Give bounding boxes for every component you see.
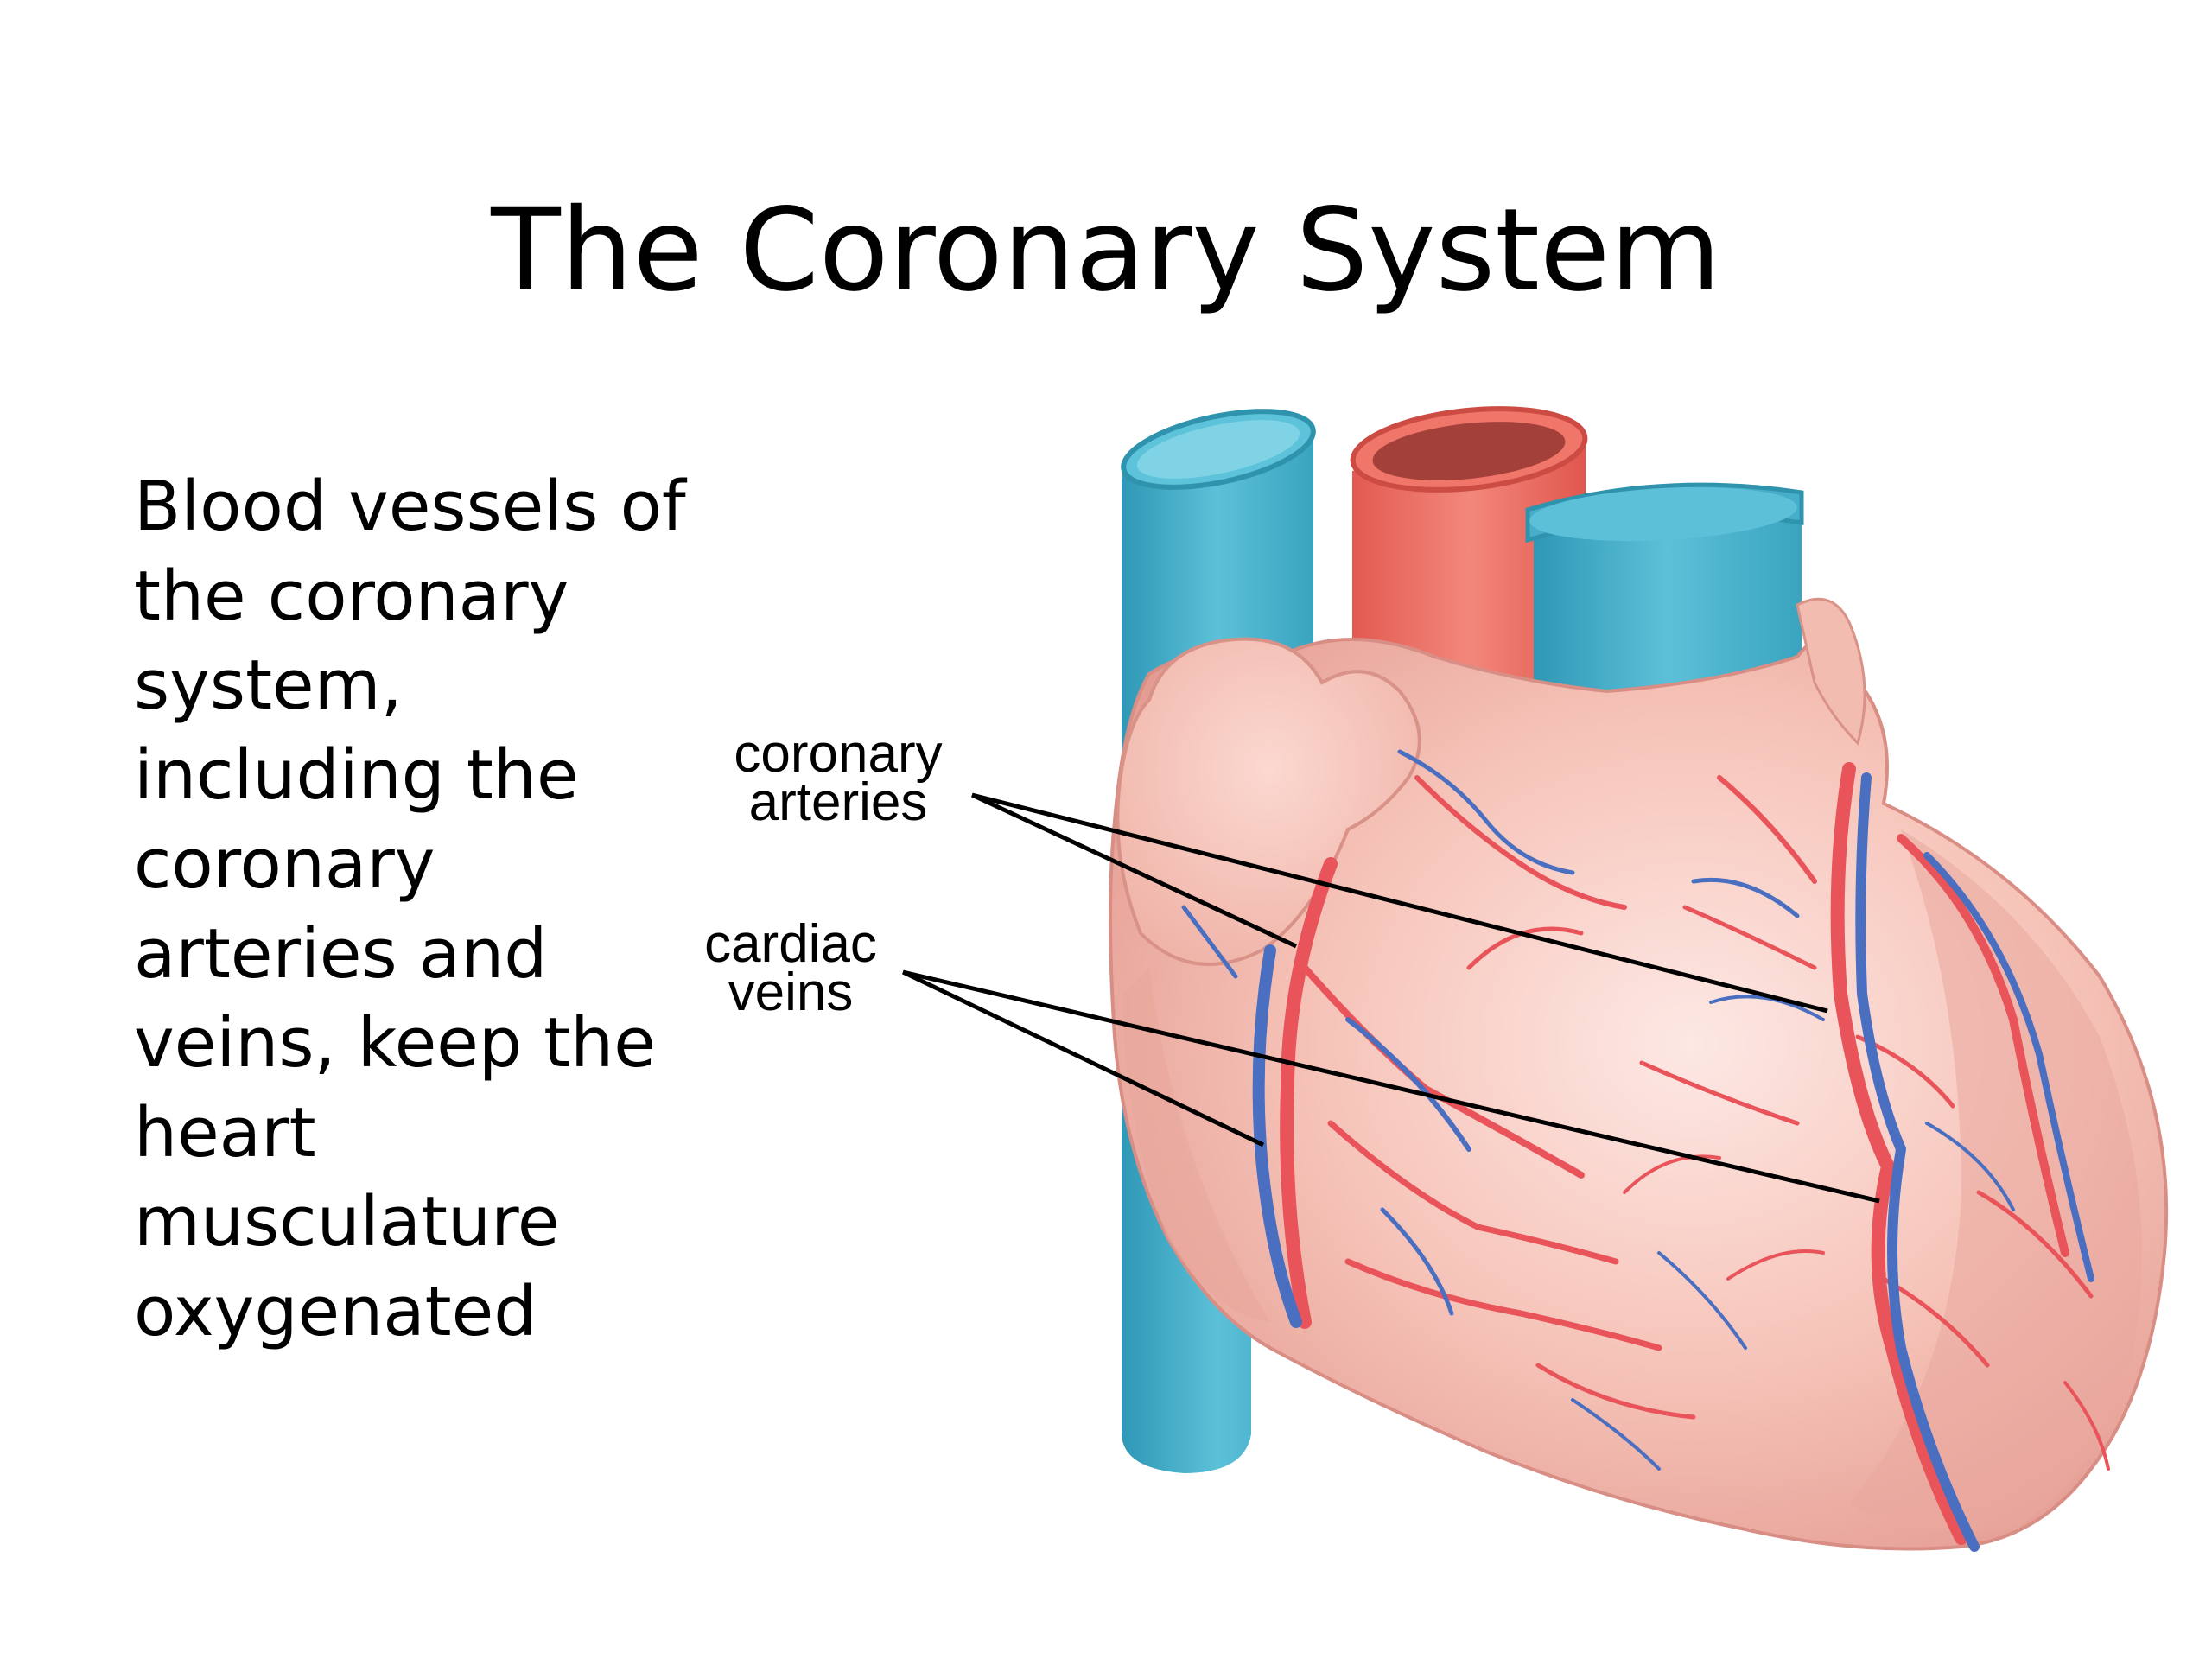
aorta	[1350, 406, 1588, 683]
slide-title: The Coronary System	[491, 184, 1721, 317]
pulmonary-trunk	[1525, 482, 1804, 700]
cardiac-veins-label: cardiac veins	[683, 914, 899, 1022]
label-leader-lines	[901, 792, 1880, 1204]
body-line: coronary	[134, 824, 435, 904]
coronary-arteries-label-line: arteries	[748, 772, 928, 832]
body-line: musculature	[134, 1182, 560, 1262]
cardiac-veins-label-line: cardiac	[704, 914, 877, 974]
body-line: arteries and	[134, 913, 548, 994]
coronary-arteries-label: coronary arteries	[709, 724, 968, 832]
heart-body	[1109, 597, 2169, 1551]
body-line: Blood vessels of	[134, 467, 686, 546]
body-line: heart	[134, 1092, 316, 1173]
cardiac-veins-label-line: veins	[728, 963, 854, 1022]
body-line: the coronary	[134, 556, 569, 636]
cardiac-veins	[1181, 749, 2094, 1552]
body-text: Blood vessels of the coronary system, in…	[134, 462, 739, 1357]
body-line: oxygenated	[134, 1271, 537, 1351]
body-line: system,	[134, 645, 403, 725]
coronary-arteries-label-line: coronary	[734, 724, 943, 784]
body-line: veins, keep the	[134, 1003, 656, 1083]
body-line: including the	[134, 734, 579, 815]
